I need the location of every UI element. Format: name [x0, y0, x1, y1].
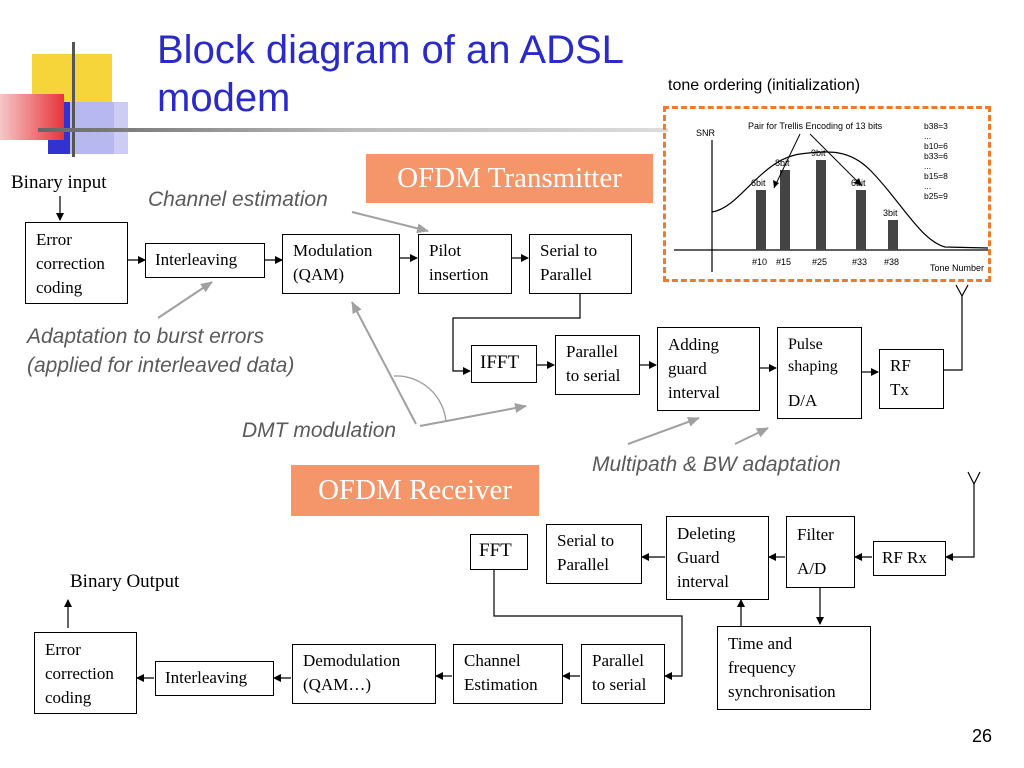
rx-antenna-right — [973, 471, 981, 485]
rx-antenna-left — [967, 471, 975, 485]
tx-rf-tx-block: RF Tx — [879, 349, 944, 409]
tx-antenna-left — [955, 284, 963, 297]
page-number: 26 — [972, 726, 993, 746]
tx-parallel-to-serial-block: Parallel to serial — [555, 335, 640, 395]
annot-arrow-dmt-ifft — [419, 403, 527, 427]
tx-antenna-right — [961, 284, 969, 297]
tx-pilot-insertion-block: Pilot insertion — [418, 234, 512, 294]
rx-interleaving-block: Interleaving — [155, 661, 274, 696]
logo-line-vertical — [72, 42, 75, 157]
binary-input-label: Binary input — [11, 172, 107, 193]
page-title: Block diagram of an ADSL modem — [157, 28, 623, 120]
tx-error-correction-coding-block: Error correction coding — [25, 222, 128, 304]
line-rx-antenna — [945, 484, 975, 561]
rx-filter-block: Filter A/D — [786, 516, 855, 588]
tx-interleaving-block: Interleaving — [145, 243, 265, 278]
ofdm-receiver-banner: OFDM Receiver — [291, 465, 539, 516]
multipath-note: Multipath & BW adaptation — [592, 453, 841, 476]
rx-serial-to-parallel-block: Serial to Parallel — [546, 524, 642, 584]
annot-arrow-adaptation — [157, 281, 213, 319]
ofdm-transmitter-banner: OFDM Transmitter — [366, 154, 653, 203]
rx-time-frequency-sync-block: Time and frequency synchronisation — [717, 626, 871, 710]
tx-ifft-block: IFFT — [471, 345, 537, 383]
channel-estimation-note: Channel estimation — [148, 188, 328, 211]
annot-arc-dmt — [393, 375, 447, 423]
dmt-modulation-note: DMT modulation — [242, 419, 397, 442]
rx-demodulation-block: Demodulation (QAM…) — [292, 644, 436, 704]
rx-channel-estimation-block: Channel Estimation — [453, 644, 563, 704]
rx-fft-block: FFT — [470, 534, 528, 570]
rx-rf-rx-block: RF Rx — [873, 541, 946, 576]
tx-modulation-block: Modulation (QAM) — [282, 234, 400, 294]
tx-pulse-shaping-block: Pulse shaping D/A — [777, 327, 862, 419]
binary-output-label: Binary Output — [70, 571, 180, 592]
line-rftx-to-antenna — [944, 296, 963, 371]
logo-line-horizontal — [38, 128, 668, 132]
annot-arrow-multipath-2 — [734, 427, 769, 445]
tone-ordering-caption: tone ordering (initialization) — [668, 77, 861, 94]
logo-square-red — [0, 94, 64, 140]
tx-adding-guard-interval-block: Adding guard interval — [657, 327, 760, 411]
tx-serial-to-parallel-block: Serial to Parallel — [529, 234, 632, 294]
annot-arrow-channel-est — [351, 211, 429, 234]
tone-ordering-frame — [663, 106, 991, 282]
adaptation-note: Adaptation to burst errors (applied for … — [27, 325, 295, 377]
rx-error-correction-coding-block: Error correction coding — [34, 632, 137, 714]
annot-arrow-multipath-1 — [627, 417, 700, 445]
annot-arrow-dmt-modulation — [351, 301, 417, 425]
rx-deleting-guard-interval-block: Deleting Guard interval — [666, 516, 769, 600]
rx-parallel-to-serial-block: Parallel to serial — [581, 644, 665, 704]
